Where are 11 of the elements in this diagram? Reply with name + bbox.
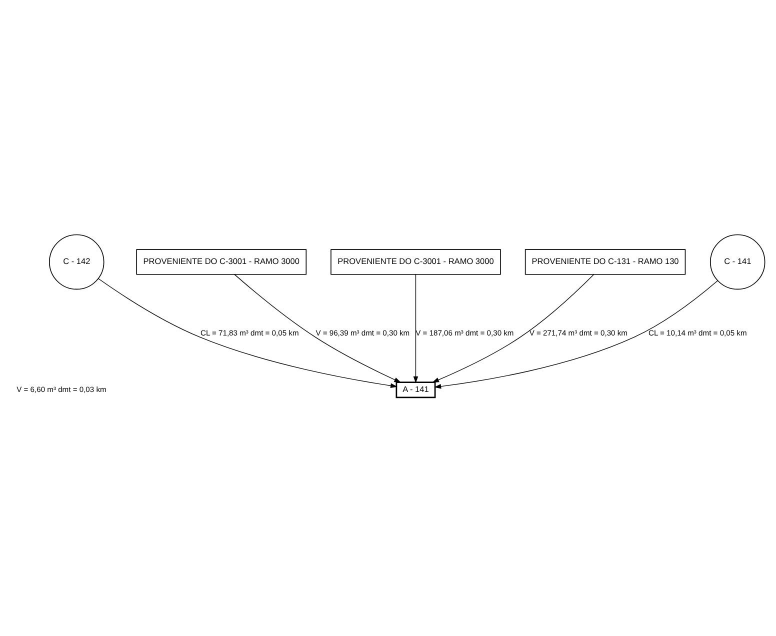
edge-label: CL = 10,14 m³ dmt = 0,05 km [648, 328, 747, 337]
edge-label: V = 187,06 m³ dmt = 0,30 km [416, 328, 514, 337]
arrow [432, 274, 594, 382]
edge-label: V = 96,39 m³ dmt = 0,30 km [316, 328, 410, 337]
edge-label: CL = 71,83 m³ dmt = 0,05 km [200, 328, 299, 337]
arrow [98, 278, 398, 388]
label: V = 6,60 m³ dmt = 0,03 km [16, 384, 106, 394]
arrow [234, 274, 402, 382]
edge-label: V = 271,74 m³ dmt = 0,30 km [529, 328, 628, 337]
arrow [434, 280, 718, 388]
arrow [413, 274, 418, 383]
